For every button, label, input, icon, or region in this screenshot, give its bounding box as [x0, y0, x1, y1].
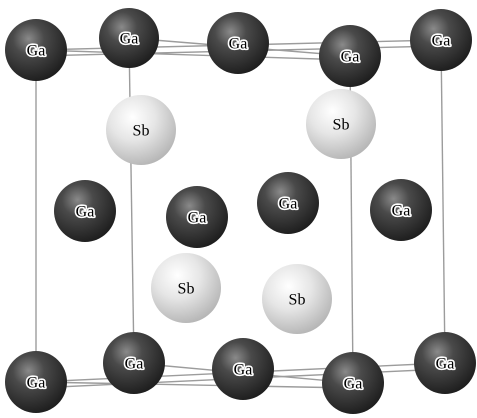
ga-atom-sphere — [103, 332, 165, 394]
atom-ga-1: Ga — [5, 19, 67, 81]
atom-label: Sb — [333, 117, 350, 134]
ga-atom-sphere — [319, 25, 381, 87]
ga-atom-sphere — [370, 179, 432, 241]
atom-ga-5: Ga — [410, 9, 472, 71]
atom-sb-1: Sb — [106, 95, 176, 165]
sb-atom-sphere — [262, 264, 332, 334]
atom-sb-2: Sb — [306, 89, 376, 159]
atom-ga-3: Ga — [207, 12, 269, 74]
atom-ga-12: Ga — [212, 338, 274, 400]
cell-edge — [35, 381, 354, 389]
atom-label: Ga — [188, 210, 207, 227]
atom-ga-13: Ga — [322, 352, 384, 414]
ga-atom-sphere — [414, 332, 476, 394]
atom-ga-8: Ga — [257, 172, 319, 234]
atom-label: Sb — [289, 292, 306, 309]
atom-ga-11: Ga — [103, 332, 165, 394]
atom-label: Ga — [392, 203, 411, 220]
atom-label: Ga — [234, 362, 253, 379]
atom-label: Ga — [436, 356, 455, 373]
atom-ga-6: Ga — [54, 180, 116, 242]
atom-label: Sb — [178, 281, 195, 298]
atom-sb-4: Sb — [262, 264, 332, 334]
atom-label: Ga — [120, 31, 139, 48]
cell-edge — [35, 49, 351, 61]
atom-label: Ga — [344, 376, 363, 393]
ga-atom-sphere — [212, 338, 274, 400]
atom-ga-14: Ga — [414, 332, 476, 394]
ga-atom-sphere — [54, 180, 116, 242]
atom-label: Ga — [27, 375, 46, 392]
cell-edge — [440, 39, 446, 364]
ga-atom-sphere — [410, 9, 472, 71]
sb-atom-sphere — [106, 95, 176, 165]
ga-atom-sphere — [322, 352, 384, 414]
atom-label: Ga — [76, 204, 95, 221]
atom-label: Ga — [125, 356, 144, 373]
ga-atom-sphere — [257, 172, 319, 234]
ga-atom-sphere — [166, 186, 228, 248]
atom-label: Sb — [133, 123, 150, 140]
ga-atom-sphere — [99, 8, 159, 68]
sb-atom-sphere — [151, 253, 221, 323]
ga-atom-sphere — [207, 12, 269, 74]
atom-ga-2: Ga — [99, 8, 159, 68]
atom-ga-4: Ga — [319, 25, 381, 87]
ga-atom-sphere — [5, 351, 67, 413]
atom-ga-9: Ga — [370, 179, 432, 241]
atom-ga-10: Ga — [5, 351, 67, 413]
atom-sb-3: Sb — [151, 253, 221, 323]
atom-label: Ga — [27, 43, 46, 60]
atom-label: Ga — [341, 49, 360, 66]
ga-atom-sphere — [5, 19, 67, 81]
cell-edge — [128, 37, 135, 364]
atom-label: Ga — [279, 196, 298, 213]
atom-label: Ga — [432, 33, 451, 50]
atom-label: Ga — [229, 36, 248, 53]
atom-ga-7: Ga — [166, 186, 228, 248]
sb-atom-sphere — [306, 89, 376, 159]
